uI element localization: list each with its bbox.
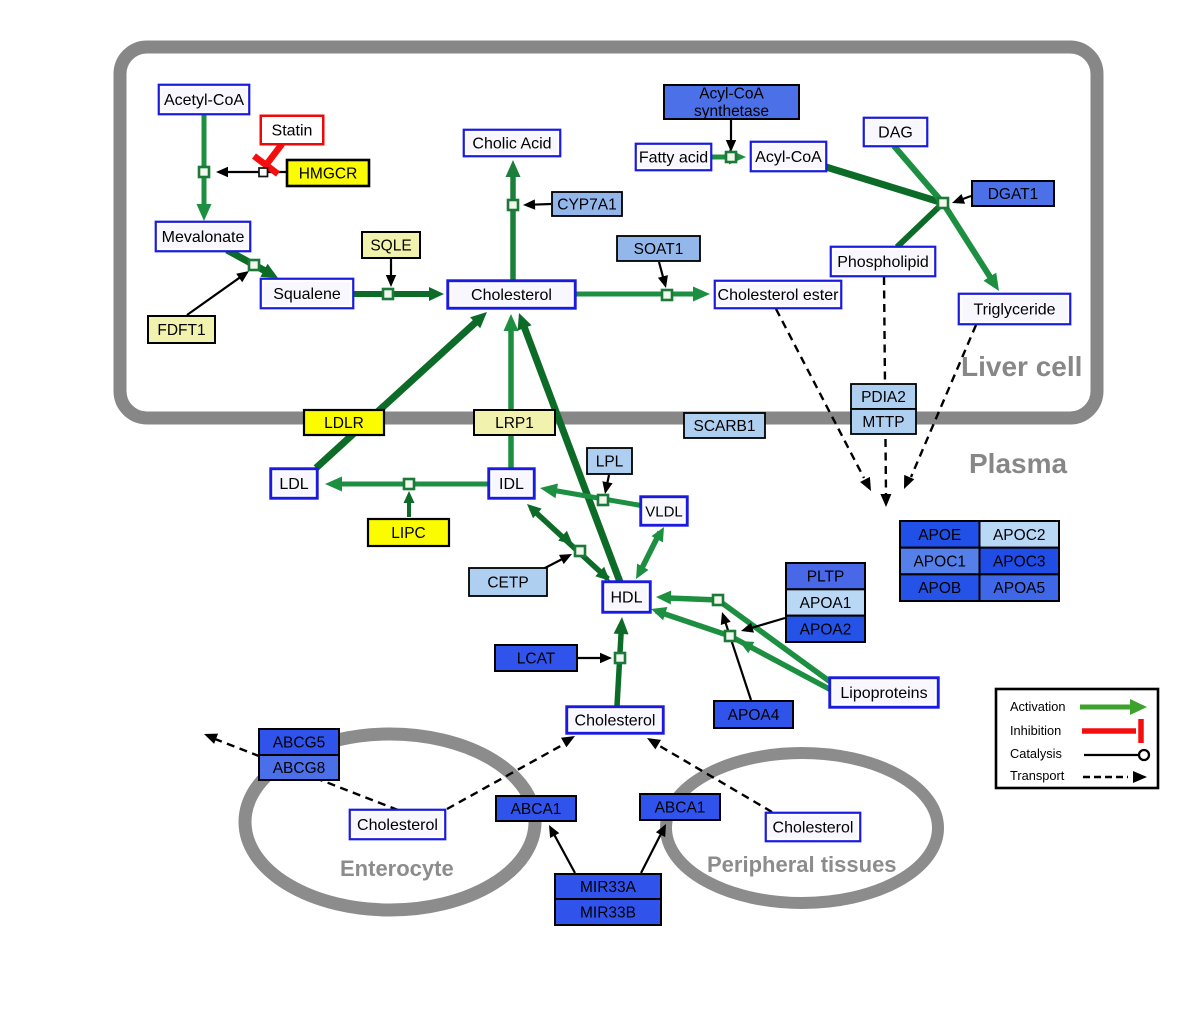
svg-text:SQLE: SQLE [370,237,411,254]
svg-text:Inhibition: Inhibition [1010,723,1061,738]
svg-text:APOC1: APOC1 [913,553,966,570]
svg-text:Activation: Activation [1010,699,1065,714]
svg-text:Acetyl-CoA: Acetyl-CoA [164,92,244,109]
svg-text:PDIA2: PDIA2 [861,389,906,406]
svg-text:Liver cell: Liver cell [961,351,1082,382]
svg-text:Catalysis: Catalysis [1010,746,1062,761]
svg-text:FDFT1: FDFT1 [157,322,205,339]
svg-text:APOC2: APOC2 [993,527,1046,544]
svg-text:LCAT: LCAT [517,650,556,667]
svg-text:ABCG8: ABCG8 [273,760,326,777]
svg-text:Transport: Transport [1010,768,1065,783]
svg-text:Phospholipid: Phospholipid [837,254,929,271]
svg-text:LDLR: LDLR [324,415,364,432]
svg-text:DAG: DAG [878,125,913,142]
svg-text:APOA5: APOA5 [993,580,1045,597]
svg-text:PLTP: PLTP [807,569,845,586]
svg-text:MIR33B: MIR33B [580,904,636,921]
svg-text:SCARB1: SCARB1 [693,418,755,435]
svg-text:Peripheral tissues: Peripheral tissues [707,852,897,877]
svg-text:Plasma: Plasma [969,448,1067,479]
svg-text:ABCA1: ABCA1 [511,801,562,818]
svg-text:Cholesterol ester: Cholesterol ester [718,287,840,304]
svg-text:Cholic Acid: Cholic Acid [472,136,551,153]
svg-text:LIPC: LIPC [391,525,425,542]
svg-text:Mevalonate: Mevalonate [162,229,245,246]
svg-text:Fatty acid: Fatty acid [639,150,708,167]
svg-text:APOA2: APOA2 [800,621,852,638]
svg-text:Lipoproteins: Lipoproteins [840,685,927,702]
svg-text:Cholesterol: Cholesterol [575,713,656,730]
svg-text:LRP1: LRP1 [495,415,534,432]
svg-text:APOA1: APOA1 [800,595,852,612]
svg-text:VLDL: VLDL [645,503,683,520]
svg-text:APOA4: APOA4 [728,707,780,724]
svg-text:APOC3: APOC3 [993,553,1046,570]
svg-text:CETP: CETP [487,574,528,591]
svg-text:Acyl-CoA: Acyl-CoA [755,149,822,166]
svg-text:APOE: APOE [918,527,961,544]
svg-text:LDL: LDL [279,476,308,493]
svg-text:HDL: HDL [610,590,642,607]
svg-text:ABCG5: ABCG5 [273,734,326,751]
svg-text:HMGCR: HMGCR [299,165,358,182]
svg-text:Statin: Statin [272,123,313,140]
svg-text:Triglyceride: Triglyceride [973,302,1055,319]
svg-text:Cholesterol: Cholesterol [773,820,854,837]
svg-text:MTTP: MTTP [862,414,904,431]
svg-text:MIR33A: MIR33A [580,879,637,896]
svg-text:CYP7A1: CYP7A1 [557,196,616,213]
svg-text:Cholesterol: Cholesterol [471,287,552,304]
svg-text:Cholesterol: Cholesterol [357,817,438,834]
svg-text:Squalene: Squalene [273,286,341,303]
svg-text:IDL: IDL [499,476,524,493]
svg-text:LPL: LPL [596,453,624,470]
svg-text:DGAT1: DGAT1 [988,186,1039,203]
svg-text:Enterocyte: Enterocyte [340,856,454,881]
svg-text:Acyl-CoA: Acyl-CoA [699,86,764,103]
svg-text:ABCA1: ABCA1 [655,799,706,816]
svg-text:synthetase: synthetase [694,103,769,120]
svg-text:SOAT1: SOAT1 [634,241,684,258]
svg-text:APOB: APOB [918,580,961,597]
